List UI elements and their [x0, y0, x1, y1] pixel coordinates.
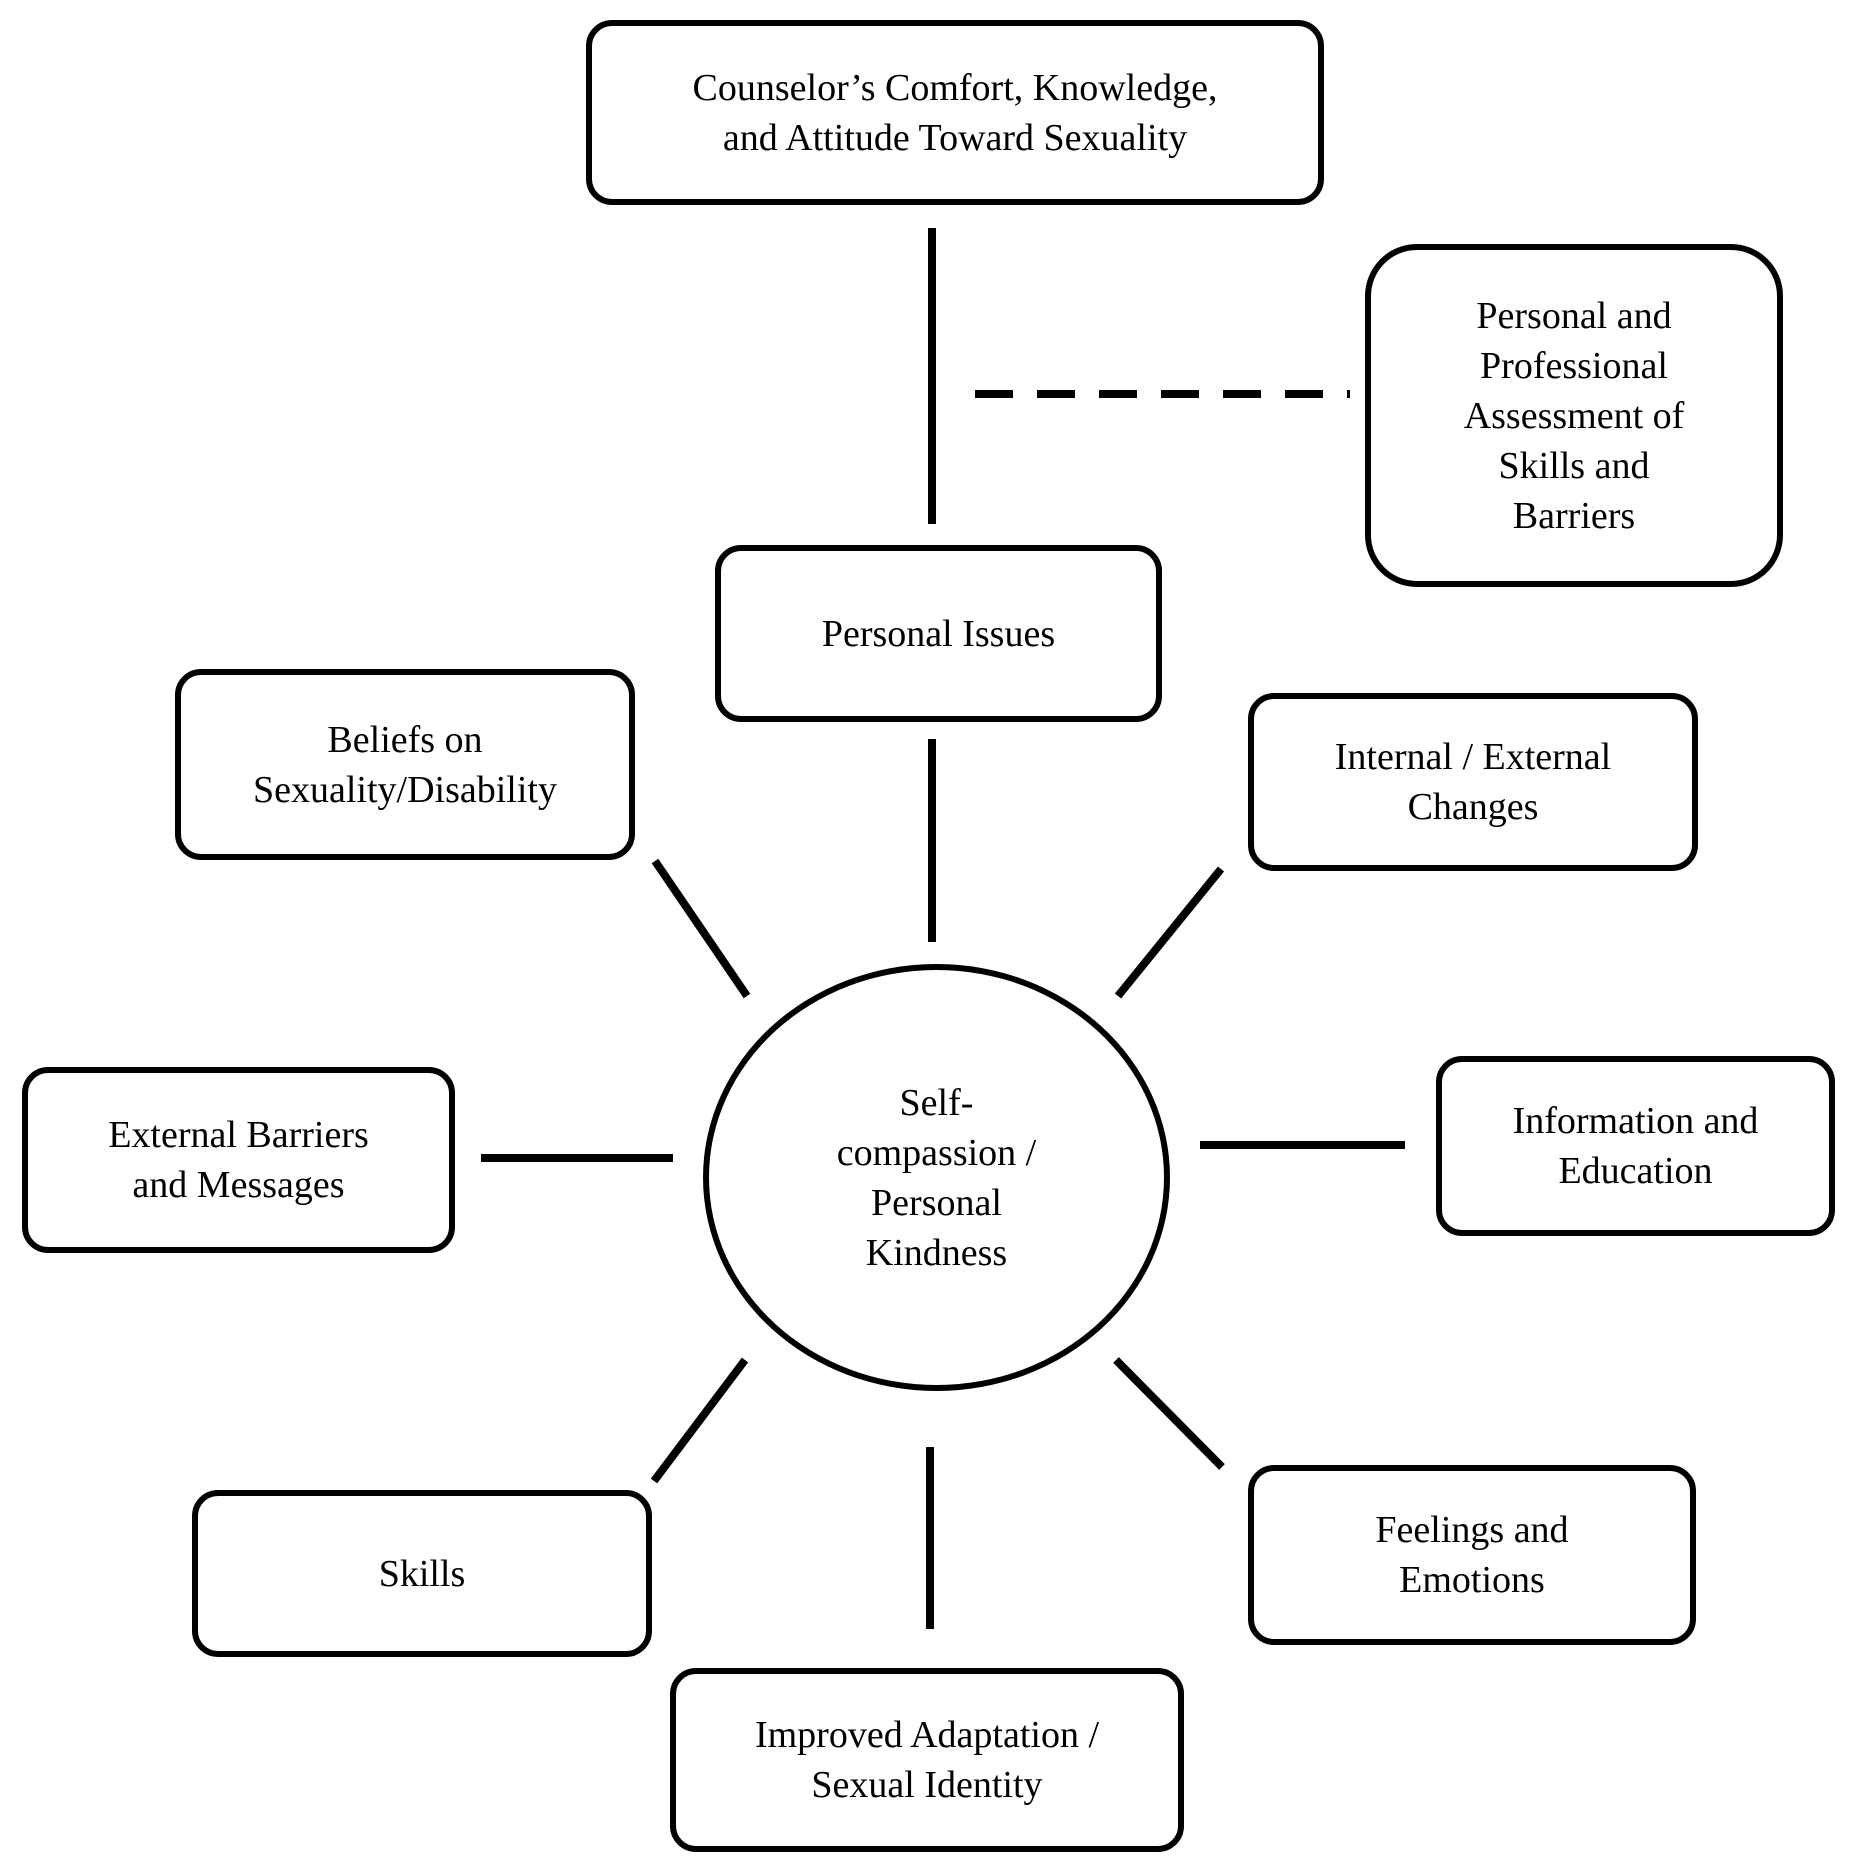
assessment-label: Personal and Professional Assessment of …	[1463, 294, 1685, 537]
assessment-box: Personal and Professional Assessment of …	[1365, 244, 1783, 587]
improved-adaptation-box: Improved Adaptation / Sexual Identity	[670, 1668, 1184, 1852]
counselor-comfort-label: Counselor’s Comfort, Knowledge, and Atti…	[692, 66, 1218, 159]
personal-issues-box: Personal Issues	[715, 545, 1162, 722]
information-education-box: Information and Education	[1436, 1056, 1835, 1236]
external-barriers-box: External Barriers and Messages	[22, 1067, 455, 1253]
internal-external-changes-box: Internal / External Changes	[1248, 693, 1698, 871]
information-education-label: Information and Education	[1512, 1100, 1759, 1192]
connector-feelings-to-center	[1113, 1357, 1225, 1470]
connector-internal-external-to-center	[1114, 866, 1225, 999]
internal-external-changes-label: Internal / External Changes	[1334, 736, 1612, 828]
self-compassion-label: Self- compassion / Personal Kindness	[836, 1081, 1037, 1274]
skills-box: Skills	[192, 1490, 652, 1657]
improved-adaptation-label: Improved Adaptation / Sexual Identity	[754, 1714, 1100, 1806]
external-barriers-label: External Barriers and Messages	[108, 1114, 369, 1206]
beliefs-label: Beliefs on Sexuality/Disability	[253, 718, 557, 811]
feelings-emotions-label: Feelings and Emotions	[1375, 1509, 1569, 1601]
beliefs-box: Beliefs on Sexuality/Disability	[175, 669, 635, 860]
skills-label: Skills	[378, 1552, 466, 1595]
connector-skills-to-center	[650, 1357, 749, 1484]
self-compassion-ellipse: Self- compassion / Personal Kindness	[703, 964, 1170, 1391]
counselor-comfort-box: Counselor’s Comfort, Knowledge, and Atti…	[586, 20, 1324, 205]
connector-beliefs-to-center	[651, 858, 751, 999]
personal-issues-label: Personal Issues	[821, 612, 1056, 655]
feelings-emotions-box: Feelings and Emotions	[1248, 1465, 1696, 1645]
